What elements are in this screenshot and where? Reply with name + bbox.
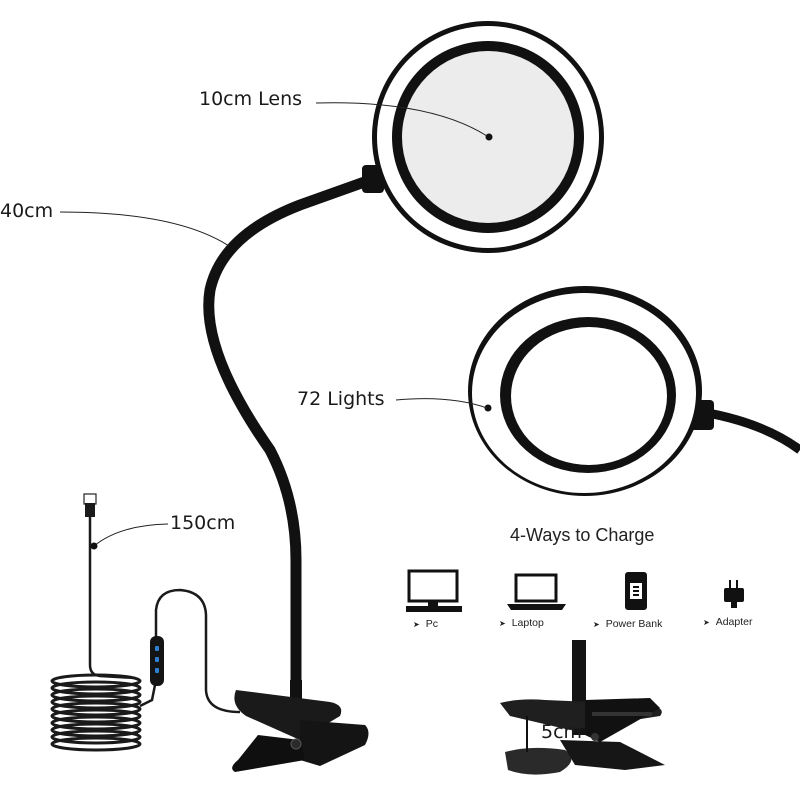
option-label: Pc [425,618,438,630]
charge-option-power-bank: ➤ Power Bank [593,618,662,630]
dimmer-controller [150,636,164,686]
charge-option-pc: ➤ Pc [413,618,438,630]
lens-size-label: 10cm Lens [199,88,303,110]
option-label: Laptop [511,617,544,629]
desktop-monitor-icon [406,569,462,612]
coiled-cable [50,673,142,752]
neck-length-label: 40cm [0,200,54,222]
arrow-icon: ➤ [413,620,420,629]
arrow-icon: ➤ [499,619,506,628]
usb-cable [88,515,136,680]
charge-option-laptop: ➤ Laptop [499,617,544,629]
gooseneck-arm [203,174,376,706]
ring-light-view [468,286,800,496]
clamp-size-label: 5cm [541,721,583,743]
magnifier-head [362,21,604,253]
clamp-detail-photo [500,640,665,775]
charge-title: 4-Ways to Charge [510,525,655,545]
desk-clamp [232,680,369,772]
option-label: Adapter [715,616,753,628]
arrow-icon: ➤ [593,620,600,629]
wall-adapter-icon [724,580,744,608]
laptop-icon [507,573,566,610]
controller-cable [139,588,241,714]
power-bank-icon [625,572,647,610]
usb-plug-icon [83,493,97,517]
option-label: Power Bank [605,618,663,630]
lights-count-label: 72 Lights [297,388,385,410]
arrow-icon: ➤ [703,618,710,627]
charge-option-adapter: ➤ Adapter [703,616,752,628]
leader-lines [59,102,488,547]
cable-length-label: 150cm [170,512,236,534]
